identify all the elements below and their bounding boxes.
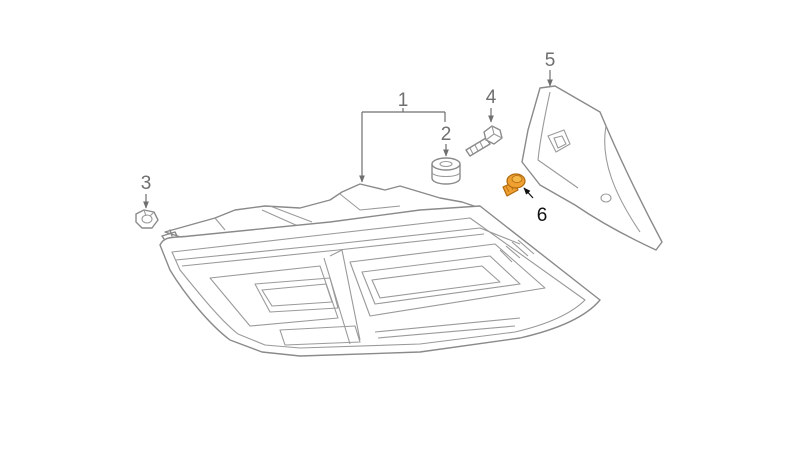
- callout-4[interactable]: 4: [486, 87, 497, 123]
- callout-2[interactable]: 2: [441, 124, 452, 157]
- tail-lamp-assembly[interactable]: [159, 183, 601, 357]
- bolt-part[interactable]: [465, 125, 503, 157]
- trim-panel-part[interactable]: [521, 85, 663, 251]
- screw-part-highlighted[interactable]: [502, 173, 526, 197]
- callout-6[interactable]: 6: [523, 187, 548, 226]
- callout-label-5: 5: [545, 50, 556, 71]
- callout-1[interactable]: 1: [359, 90, 446, 183]
- nut-part[interactable]: [135, 209, 159, 229]
- callout-label-6: 6: [537, 205, 548, 226]
- callout-label-2: 2: [441, 124, 452, 145]
- callout-3[interactable]: 3: [141, 173, 152, 209]
- callout-5[interactable]: 5: [545, 50, 556, 87]
- callout-label-3: 3: [141, 173, 152, 194]
- callout-label-4: 4: [486, 87, 497, 108]
- grommet-part[interactable]: [431, 157, 461, 185]
- callout-label-1: 1: [398, 90, 409, 111]
